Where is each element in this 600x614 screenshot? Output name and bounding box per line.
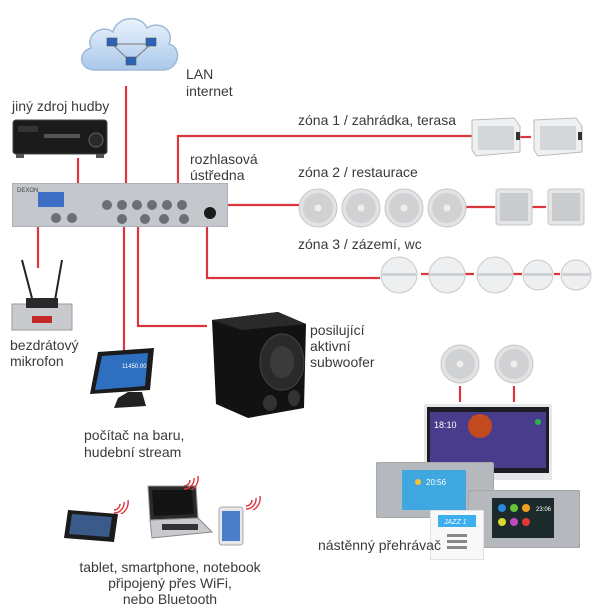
marine-speaker-icon <box>380 256 418 294</box>
wire-zone3 <box>205 226 380 280</box>
square-speaker-icon <box>547 188 585 226</box>
laptop-icon <box>147 485 214 539</box>
ceiling-speaker-icon <box>494 344 534 384</box>
mixer-amplifier-icon[interactable]: DEXON <box>12 183 228 227</box>
mic-label-1: bezdrátový <box>10 337 79 353</box>
ceiling-speaker-icon <box>298 188 338 228</box>
mobile-label-3: nebo Bluetooth <box>122 591 218 607</box>
central-label-1: rozhlasová <box>190 151 258 167</box>
wall-speaker-icon <box>533 117 583 157</box>
marine-speaker-group <box>380 256 592 294</box>
marine-speaker-icon <box>428 256 466 294</box>
mixer-brand: DEXON <box>17 188 38 194</box>
smartphone-icon <box>218 506 244 546</box>
marine-speaker-icon <box>476 256 514 294</box>
ceiling-speaker-icon <box>384 188 424 228</box>
av-receiver-icon <box>12 119 108 158</box>
wifi-signal-icon <box>245 495 261 510</box>
wireless-mic-icon <box>11 259 73 331</box>
mic-label-2: mikrofon <box>10 353 64 369</box>
sub-label-3: subwoofer <box>310 354 375 370</box>
wifi-signal-icon <box>183 475 199 490</box>
panel-time-2: 20:56 <box>426 478 447 487</box>
subwoofer-icon <box>212 312 306 418</box>
pc-label-1: počítač na baru, <box>84 427 185 443</box>
marine-speaker-icon <box>522 259 554 291</box>
wire-zone1 <box>176 134 500 183</box>
lan-label: LAN <box>186 66 214 82</box>
internet-label: internet <box>186 83 233 99</box>
wall-speaker-icon <box>471 117 521 157</box>
wifi-signal-icon <box>113 499 129 514</box>
ceiling-speaker-icon <box>427 188 467 228</box>
pc-label-2: hudební stream <box>84 444 182 460</box>
central-label-2: ústředna <box>190 167 245 183</box>
wall-display-text: JAZZ 1 <box>443 519 467 526</box>
pos-amount: 11450.00 <box>122 364 147 370</box>
mobile-label-1: tablet, smartphone, notebook <box>79 559 261 575</box>
pos-terminal-icon: 11450.00 <box>90 348 154 408</box>
zone3-label: zóna 3 / zázemí, wc <box>298 236 422 252</box>
touch-panel-icon: 20:56 <box>376 462 494 518</box>
tablet-icon <box>64 510 118 542</box>
zone2-label: zóna 2 / restaurace <box>298 164 418 180</box>
ceiling-speaker-icon <box>341 188 381 228</box>
panel-time-1: 18:10 <box>434 420 457 430</box>
sub-label-1: posilující <box>310 322 365 338</box>
ceiling-speaker-icon <box>440 344 480 384</box>
network-cloud-icon <box>81 18 179 71</box>
wall-player-icon: JAZZ 1 <box>430 510 484 560</box>
sub-label-2: aktivní <box>310 338 351 354</box>
mobile-label-2: připojený přes WiFi, <box>108 575 232 591</box>
wall-player-label: nástěnný přehrávač <box>318 537 441 553</box>
ceiling-speaker-group <box>298 188 588 228</box>
touch-panel-icon: 23:06 <box>468 490 580 548</box>
square-speaker-icon <box>495 188 533 226</box>
zone1-label: zóna 1 / zahrádka, terasa <box>298 112 456 128</box>
wire-subwoofer <box>136 227 207 328</box>
marine-speaker-icon <box>560 259 592 291</box>
panel-time-3: 23:06 <box>536 507 552 513</box>
other-source-label: jiný zdroj hudby <box>12 98 110 114</box>
